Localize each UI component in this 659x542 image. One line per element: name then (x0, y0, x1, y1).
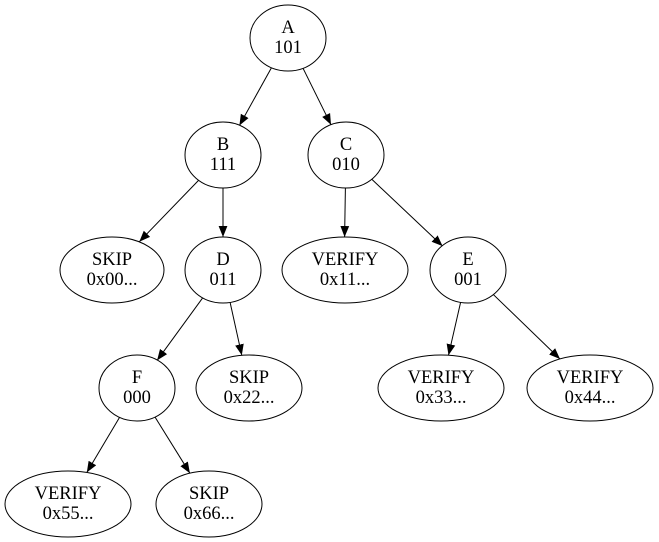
node-skip66-label: SKIP (189, 484, 229, 504)
node-verify55-shape (4, 470, 132, 538)
edge-b-skip00 (138, 179, 200, 243)
node-c-value: 010 (332, 155, 360, 175)
node-a-label: A (281, 18, 295, 38)
node-a-value: 101 (274, 38, 302, 58)
node-f: F 000 (98, 354, 176, 422)
node-verify33: VERIFY 0x33... (377, 354, 505, 422)
edge-f-skip66 (154, 416, 191, 474)
node-verify11: VERIFY 0x11... (281, 236, 409, 304)
node-skip22-label: SKIP (229, 368, 269, 388)
node-a: A 101 (249, 4, 327, 72)
node-f-value: 000 (123, 388, 151, 408)
node-d-label: D (216, 250, 229, 270)
node-e: E 001 (429, 236, 507, 304)
node-a-shape (249, 4, 327, 72)
edge-d-f (156, 297, 204, 361)
node-verify55-value: 0x55... (43, 504, 94, 524)
node-e-label: E (462, 250, 473, 270)
node-skip00-label: SKIP (92, 250, 132, 270)
edges (86, 67, 561, 474)
node-f-shape (98, 354, 176, 422)
node-verify33-label: VERIFY (408, 368, 475, 388)
node-verify11-label: VERIFY (312, 250, 379, 270)
node-c: C 010 (307, 121, 385, 189)
node-c-label: C (340, 135, 352, 155)
node-b-shape (184, 121, 262, 189)
node-b-label: B (217, 135, 229, 155)
node-skip66-value: 0x66... (184, 504, 235, 524)
node-verify44: VERIFY 0x44... (526, 354, 654, 422)
edge-e-verify33 (446, 302, 462, 356)
node-skip00-shape (59, 236, 165, 304)
node-b: B 111 (184, 121, 262, 189)
node-skip22: SKIP 0x22... (195, 354, 303, 422)
node-verify55-label: VERIFY (35, 484, 102, 504)
node-d: D 011 (184, 236, 262, 304)
edge-a-c (302, 67, 332, 126)
node-b-value: 111 (210, 155, 236, 175)
node-e-value: 001 (454, 270, 482, 290)
node-c-shape (307, 121, 385, 189)
node-verify44-shape (526, 354, 654, 422)
node-skip00: SKIP 0x00... (59, 236, 165, 304)
node-verify33-shape (377, 354, 505, 422)
node-skip22-value: 0x22... (224, 388, 275, 408)
node-verify55: VERIFY 0x55... (4, 470, 132, 538)
node-d-value: 011 (209, 270, 236, 290)
node-skip66: SKIP 0x66... (155, 470, 263, 538)
node-f-label: F (132, 368, 142, 388)
edge-c-e (371, 178, 443, 247)
node-verify11-value: 0x11... (320, 270, 370, 290)
node-verify44-value: 0x44... (565, 388, 616, 408)
edge-c-verify11 (340, 187, 350, 238)
edge-d-skip22 (229, 302, 244, 356)
node-verify44-label: VERIFY (557, 368, 624, 388)
edge-a-b (238, 67, 273, 126)
node-skip66-shape (155, 470, 263, 538)
edge-f-verify55 (86, 416, 121, 473)
node-skip22-shape (195, 354, 303, 422)
edge-e-verify44 (492, 293, 561, 360)
node-verify33-value: 0x33... (416, 388, 467, 408)
node-e-shape (429, 236, 507, 304)
node-d-shape (184, 236, 262, 304)
node-skip00-value: 0x00... (87, 270, 138, 290)
node-verify11-shape (281, 236, 409, 304)
